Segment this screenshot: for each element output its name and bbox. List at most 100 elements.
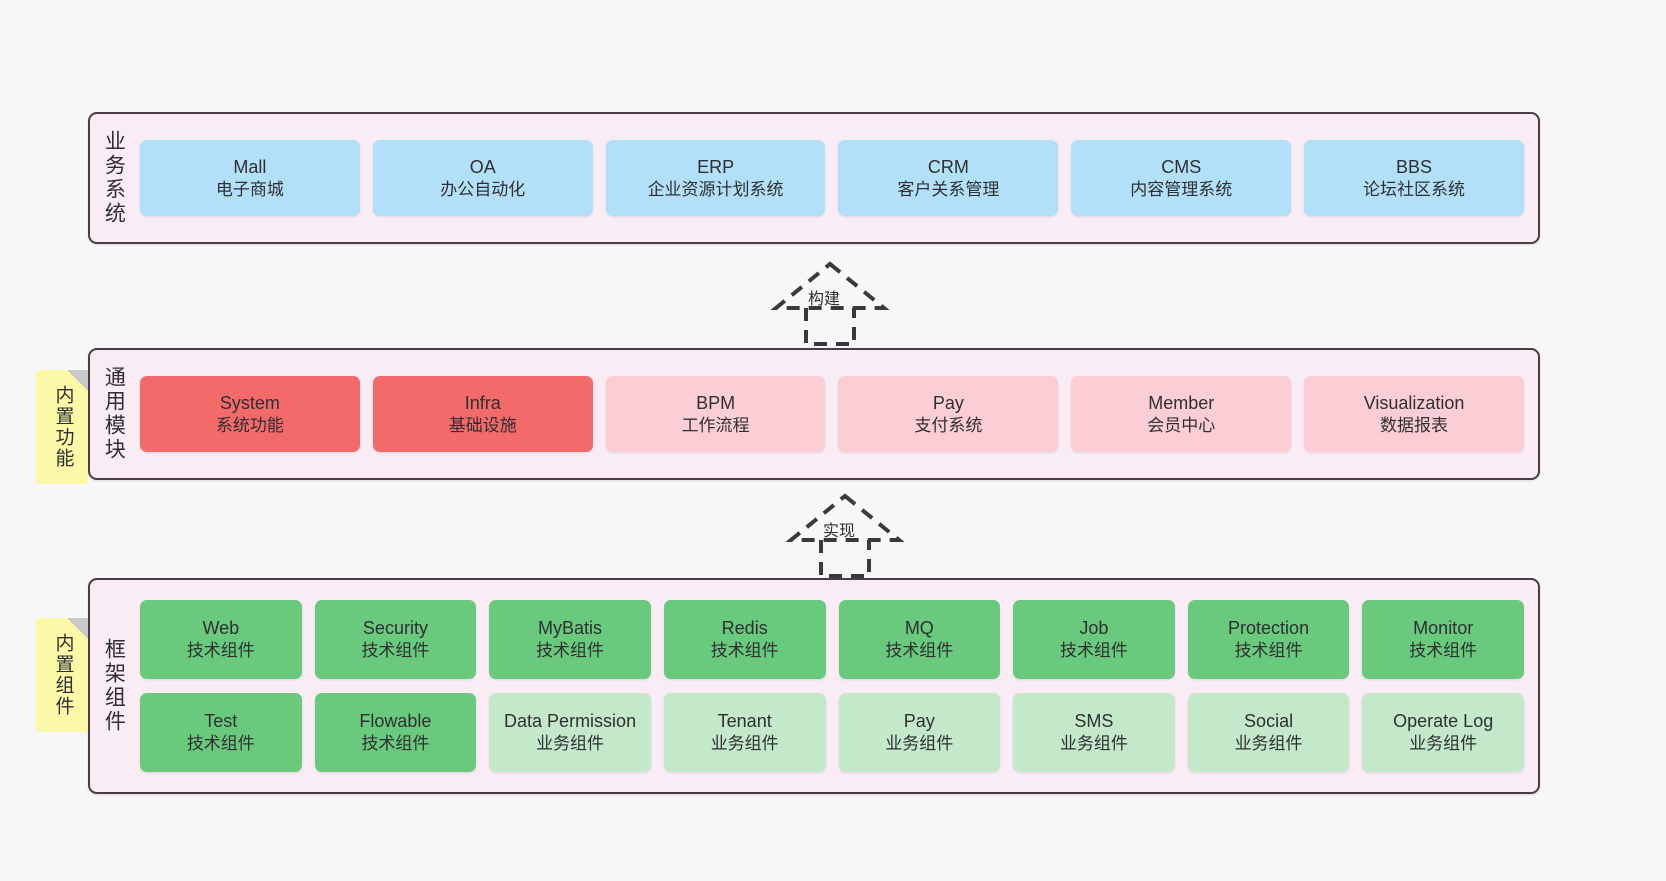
card-title: Infra <box>464 392 501 413</box>
note-label: 内置组件 <box>52 633 74 717</box>
card-title: MQ <box>904 618 934 639</box>
connector-build: 构建 <box>750 258 910 348</box>
card-subtitle: 客户关系管理 <box>897 179 1000 199</box>
section-label-common-modules: 通用模块 <box>102 366 126 462</box>
card-bpm[interactable]: BPM 工作流程 <box>605 376 826 452</box>
card-title: MyBatis <box>538 618 603 639</box>
card-row: Test 技术组件 Flowable 技术组件 Data Permission … <box>140 693 1524 772</box>
note-builtin-functions: 内置功能 <box>36 370 88 484</box>
card-subtitle: 办公自动化 <box>440 179 526 199</box>
cards-area-business-systems: Mall 电子商城 OA 办公自动化 ERP 企业资源计划系统 CRM 客户关系… <box>136 114 1538 242</box>
card-subtitle: 基础设施 <box>448 415 517 435</box>
card-web[interactable]: Web 技术组件 <box>140 600 302 679</box>
card-title: Data Permission <box>504 711 637 732</box>
card-security[interactable]: Security 技术组件 <box>314 600 477 679</box>
card-subtitle: 技术组件 <box>1059 641 1128 661</box>
card-pay[interactable]: Pay 支付系统 <box>838 376 1059 452</box>
section-business-systems: 业务系统 Mall 电子商城 OA 办公自动化 ERP 企业资源计划系统 CRM… <box>88 112 1540 244</box>
card-bbs[interactable]: BBS 论坛社区系统 <box>1304 140 1524 216</box>
card-title: Pay <box>903 711 935 732</box>
card-mq[interactable]: MQ 技术组件 <box>838 600 1001 679</box>
card-mall[interactable]: Mall 电子商城 <box>140 140 360 216</box>
connector-implement: 实现 <box>765 490 925 580</box>
card-title: Tenant <box>717 711 772 732</box>
connector-label-implement: 实现 <box>823 523 856 540</box>
card-title: Redis <box>721 618 768 639</box>
card-subtitle: 数据报表 <box>1380 415 1449 435</box>
card-title: CMS <box>1161 156 1202 177</box>
section-framework-components: 框架组件 Web 技术组件 Security 技术组件 MyBatis 技术组件… <box>88 578 1540 794</box>
card-visualization[interactable]: Visualization 数据报表 <box>1304 376 1524 452</box>
card-subtitle: 技术组件 <box>361 734 430 754</box>
card-title: Test <box>204 711 238 732</box>
card-title: Mall <box>233 156 267 177</box>
card-row: Web 技术组件 Security 技术组件 MyBatis 技术组件 Redi… <box>140 600 1524 679</box>
card-subtitle: 业务组件 <box>1234 734 1303 754</box>
card-subtitle: 企业资源计划系统 <box>647 179 784 199</box>
card-title: BBS <box>1396 156 1433 177</box>
card-subtitle: 电子商城 <box>215 179 284 199</box>
card-subtitle: 会员中心 <box>1147 415 1216 435</box>
card-mybatis[interactable]: MyBatis 技术组件 <box>489 600 651 679</box>
card-title: CRM <box>927 156 969 177</box>
generalization-arrow-icon <box>770 261 890 346</box>
card-social[interactable]: Social 业务组件 <box>1187 693 1350 772</box>
card-subtitle: 业务组件 <box>536 734 605 754</box>
card-tenant[interactable]: Tenant 业务组件 <box>663 693 826 772</box>
card-subtitle: 业务组件 <box>885 734 954 754</box>
card-subtitle: 论坛社区系统 <box>1363 179 1466 199</box>
card-subtitle: 业务组件 <box>710 734 779 754</box>
card-title: SMS <box>1074 711 1114 732</box>
card-pay-business[interactable]: Pay 业务组件 <box>838 693 1001 772</box>
card-subtitle: 业务组件 <box>1409 734 1478 754</box>
card-subtitle: 内容管理系统 <box>1130 179 1233 199</box>
card-redis[interactable]: Redis 技术组件 <box>663 600 826 679</box>
cards-area-framework-components: Web 技术组件 Security 技术组件 MyBatis 技术组件 Redi… <box>136 580 1538 792</box>
card-row: System 系统功能 Infra 基础设施 BPM 工作流程 Pay 支付系统… <box>140 376 1524 452</box>
card-title: Visualization <box>1363 392 1465 413</box>
card-job[interactable]: Job 技术组件 <box>1013 600 1175 679</box>
card-subtitle: 技术组件 <box>885 641 954 661</box>
card-title: Monitor <box>1413 618 1474 639</box>
card-row: Mall 电子商城 OA 办公自动化 ERP 企业资源计划系统 CRM 客户关系… <box>140 140 1524 216</box>
card-monitor[interactable]: Monitor 技术组件 <box>1362 600 1524 679</box>
card-protection[interactable]: Protection 技术组件 <box>1187 600 1350 679</box>
card-operate-log[interactable]: Operate Log 业务组件 <box>1362 693 1524 772</box>
card-oa[interactable]: OA 办公自动化 <box>372 140 593 216</box>
card-title: Protection <box>1228 618 1310 639</box>
card-subtitle: 技术组件 <box>536 641 605 661</box>
card-sms[interactable]: SMS 业务组件 <box>1013 693 1175 772</box>
card-flowable[interactable]: Flowable 技术组件 <box>314 693 477 772</box>
cards-area-common-modules: System 系统功能 Infra 基础设施 BPM 工作流程 Pay 支付系统… <box>136 350 1538 478</box>
card-title: BPM <box>696 392 736 413</box>
card-subtitle: 支付系统 <box>914 415 983 435</box>
card-system[interactable]: System 系统功能 <box>140 376 360 452</box>
card-title: Security <box>362 618 428 639</box>
card-subtitle: 业务组件 <box>1059 734 1128 754</box>
card-subtitle: 系统功能 <box>215 415 284 435</box>
card-title: Operate Log <box>1393 711 1494 732</box>
section-label-framework-components: 框架组件 <box>102 638 126 734</box>
note-label: 内置功能 <box>52 385 74 469</box>
card-test[interactable]: Test 技术组件 <box>140 693 302 772</box>
card-subtitle: 技术组件 <box>186 641 255 661</box>
note-builtin-components: 内置组件 <box>36 618 88 732</box>
section-common-modules: 通用模块 System 系统功能 Infra 基础设施 BPM 工作流程 Pay… <box>88 348 1540 480</box>
card-title: Pay <box>932 392 964 413</box>
card-title: Flowable <box>359 711 432 732</box>
folded-corner-icon <box>67 370 88 391</box>
card-subtitle: 技术组件 <box>710 641 779 661</box>
card-erp[interactable]: ERP 企业资源计划系统 <box>605 140 826 216</box>
card-title: OA <box>469 156 496 177</box>
connector-label-build: 构建 <box>808 291 841 308</box>
card-data-permission[interactable]: Data Permission 业务组件 <box>489 693 651 772</box>
card-subtitle: 技术组件 <box>186 734 255 754</box>
card-subtitle: 技术组件 <box>361 641 430 661</box>
card-infra[interactable]: Infra 基础设施 <box>372 376 593 452</box>
card-member[interactable]: Member 会员中心 <box>1071 376 1292 452</box>
card-subtitle: 工作流程 <box>681 415 750 435</box>
card-crm[interactable]: CRM 客户关系管理 <box>838 140 1059 216</box>
card-cms[interactable]: CMS 内容管理系统 <box>1071 140 1292 216</box>
folded-corner-icon <box>67 618 88 639</box>
